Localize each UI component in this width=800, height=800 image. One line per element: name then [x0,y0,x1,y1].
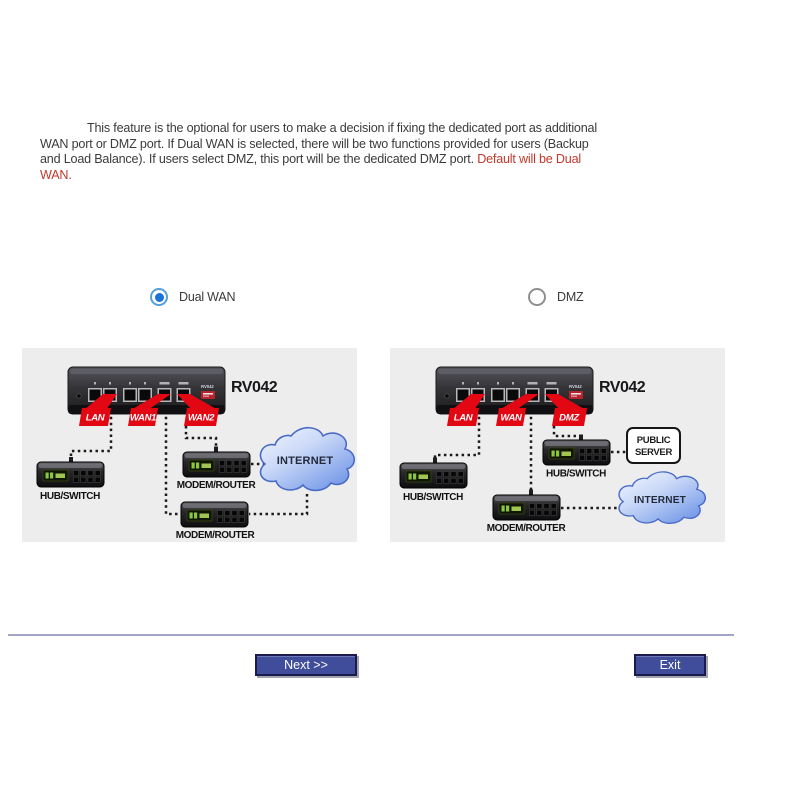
modem-router-label: MODEM/ROUTER [487,523,567,534]
wan1-label: WAN1 [130,413,156,424]
connection-lines-dual-wan [69,405,309,516]
wan2-label: WAN2 [188,413,215,424]
lan-label: LAN [454,413,474,424]
intro-line-3: and Load Balance). If users select DMZ, … [40,152,582,167]
hub-switch-label: HUB/SWITCH [40,491,100,502]
modem-router-2-icon [180,501,249,528]
intro-line-1: This feature is the optional for users t… [87,121,597,135]
internet-cloud-icon: INTERNET [259,426,356,492]
intro-paragraph: This feature is the optional for users t… [40,121,740,184]
next-button[interactable]: Next >> [255,654,357,676]
diagram-dual-wan: RV042 RV042 LAN WAN1 WAN2 HUB/SWITCH MOD… [22,348,357,542]
router-model-small: RV042 [201,384,214,389]
hub-switch-2-icon [542,434,611,466]
internet-label: INTERNET [277,455,334,467]
internet-label: INTERNET [634,495,687,506]
internet-cloud-icon: INTERNET [618,471,707,524]
hub-switch-2-label: HUB/SWITCH [546,469,606,480]
divider-line [8,634,734,636]
router-model-small: RV042 [569,384,582,389]
modem-router-1-icon [182,446,251,478]
brand-logo-icon [569,391,583,399]
modem-router-2-label: MODEM/ROUTER [176,530,256,541]
diagram-dmz: RV042 RV042 LAN WAN DMZ HUB/SWITCH HUB/S… [390,348,725,542]
connection-lines-dmz [433,405,626,510]
exit-button[interactable]: Exit [634,654,706,676]
public-server-line2: SERVER [635,447,673,458]
port-callouts: LAN WAN DMZ [447,394,587,426]
router-model-label: RV042 [231,379,278,396]
port-callouts: LAN WAN1 WAN2 [79,394,219,426]
intro-line-4: WAN. [40,168,72,183]
radio-dmz[interactable]: DMZ [528,288,584,306]
radio-dmz-circle[interactable] [528,288,546,306]
radio-dmz-label: DMZ [557,290,584,304]
wan-label: WAN [500,413,523,424]
public-server-line1: PUBLIC [637,435,671,446]
lan-label: LAN [86,413,106,424]
radio-selected-dot [154,292,164,302]
intro-line-2: WAN port or DMZ port. If Dual WAN is sel… [40,136,589,151]
intro-red-text: Default will be Dual [477,152,582,167]
radio-dual-wan-circle[interactable] [150,288,168,306]
modem-router-1-label: MODEM/ROUTER [177,480,257,491]
radio-dual-wan-label: Dual WAN [179,290,236,304]
brand-logo-icon [201,391,215,399]
public-server-box: PUBLIC SERVER [626,427,681,464]
hub-switch-1-label: HUB/SWITCH [403,492,463,503]
modem-router-icon [492,489,561,521]
dmz-label: DMZ [559,413,580,424]
hub-switch-1-icon [399,457,468,489]
router-model-label: RV042 [599,379,646,396]
radio-dual-wan[interactable]: Dual WAN [150,288,235,306]
hub-switch-icon [36,457,105,488]
